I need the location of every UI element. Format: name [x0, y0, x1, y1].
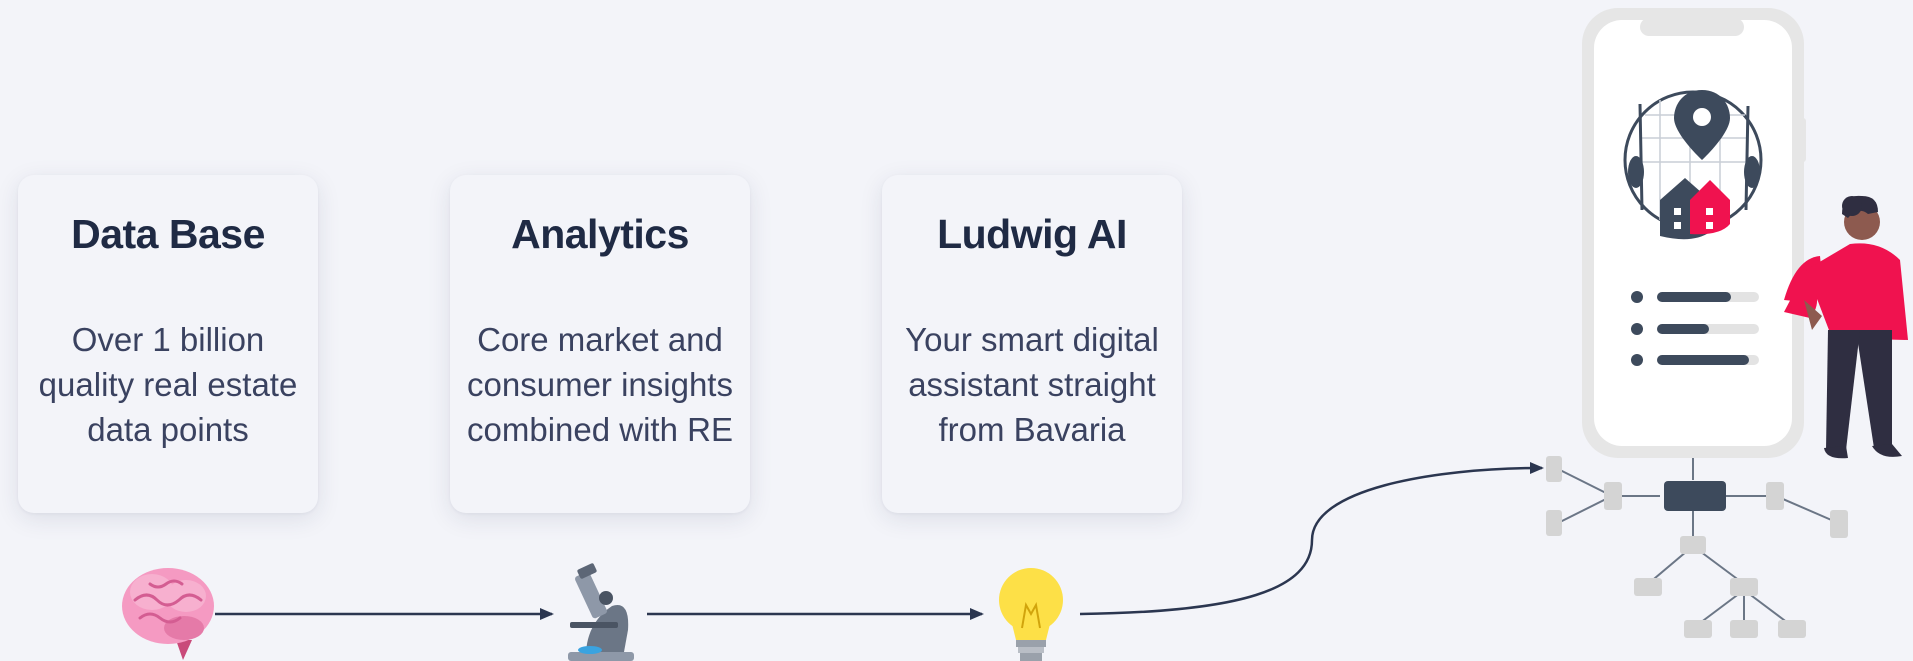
card-description: Over 1 billion quality real estate data …: [38, 321, 298, 448]
lightbulb-icon: [999, 568, 1063, 661]
microscope-icon: [568, 563, 634, 661]
person-illustration: [1784, 195, 1908, 459]
arrow-bulb-to-app: [1079, 462, 1544, 616]
card-description: Core market and consumer insights combin…: [467, 321, 733, 448]
card-title: Data Base: [71, 211, 265, 257]
card-title: Analytics: [511, 211, 689, 257]
card-description: Your smart digital assistant straight fr…: [905, 321, 1159, 448]
card-analytics: Analytics Core market and consumer insig…: [450, 175, 750, 513]
card-ludwig-ai: Ludwig AI Your smart digital assistant s…: [882, 175, 1182, 513]
card-database: Data Base Over 1 billion quality real es…: [18, 175, 318, 513]
card-title: Ludwig AI: [937, 211, 1127, 257]
phone-illustration: [1582, 8, 1806, 458]
brain-icon: [122, 568, 214, 660]
network-nodes: [1546, 456, 1848, 638]
